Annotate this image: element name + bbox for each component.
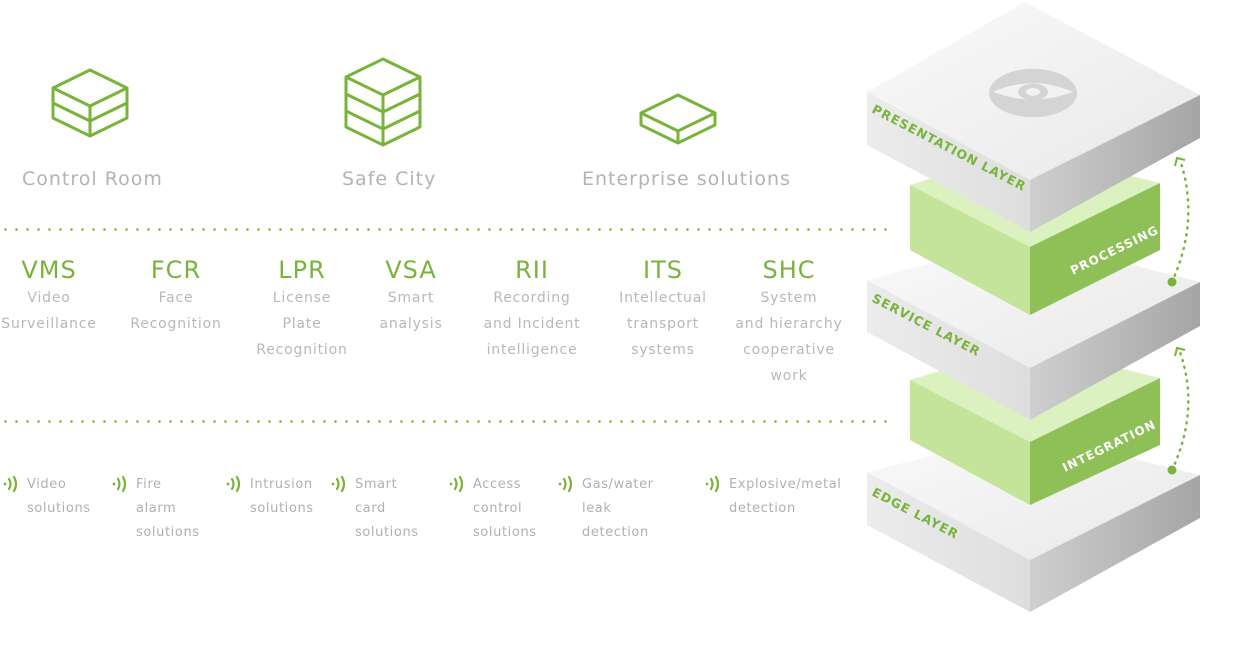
dotted-separator-bottom [0,420,895,423]
module-desc-line: systems [631,342,695,358]
sensor-text-line: solutions [355,525,419,540]
module-code: RII [515,256,549,284]
module-desc-line: Recognition [256,342,348,358]
module-shc: SHC System and hierarchy cooperative work [729,255,849,389]
signal-icon [449,475,464,493]
module-vsa: VSA Smart analysis [351,255,471,337]
module-desc-line: Video [27,290,71,306]
sensor-text-line: Intrusion [250,477,313,492]
signal-icon [226,475,241,493]
sensor-text-line: solutions [136,525,200,540]
signal-icon [331,475,346,493]
module-desc-line: work [770,368,808,384]
sensor-text-line: Smart card [355,477,398,516]
module-desc-line: transport [627,316,699,332]
module-desc-line: and Incident [483,316,581,332]
module-desc-line: Surveillance [1,316,97,332]
sensor-text-line: Gas/water leak [582,477,654,516]
module-desc-line: Plate [282,316,322,332]
sensor-text-line: detection [729,501,796,516]
module-desc-line: Recording [493,290,571,306]
signal-icon [558,475,573,493]
flow-arc-lower [1170,350,1190,472]
module-desc-line: cooperative [743,342,835,358]
layer-stack-diagram: PRESENTATION LAYER PROCESSING SERVICE LA… [867,2,1200,612]
sensor-text-line: control [473,501,523,516]
module-desc-line: Face [158,290,194,306]
solution-label-safe-city: Safe City [342,168,437,190]
module-rii: RII Recording and Incident intelligence [472,255,592,363]
solution-label-control-room: Control Room [22,168,163,190]
sensor-text-line: detection [582,525,649,540]
module-code: FCR [150,256,202,284]
dotted-separator-top [0,228,895,231]
solution-label-enterprise: Enterprise solutions [582,168,791,190]
flow-arc-upper [1170,158,1190,284]
module-code: VSA [385,256,437,284]
sensor-text-line: Video [27,477,67,492]
box-flat-icon [639,93,717,145]
module-desc-line: Recognition [130,316,222,332]
sensor-text-line: solutions [250,501,314,516]
module-desc-line: License [272,290,332,306]
module-desc-line: Intellectual [619,290,707,306]
box-3-layer-icon [344,57,422,147]
signal-icon [705,475,720,493]
module-desc-line: System [760,290,818,306]
module-desc-line: analysis [379,316,443,332]
sensor-text-line: Fire alarm [136,477,177,516]
module-desc-line: and hierarchy [735,316,843,332]
sensor-text-line: solutions [473,525,537,540]
box-1-layer-icon [51,68,129,138]
sensor-text-line: Access [473,477,522,492]
module-code: VMS [21,256,77,284]
eye-logo-icon [989,68,1077,118]
sensor-text-line: Explosive/metal [729,477,842,492]
module-code: ITS [643,256,683,284]
module-its: ITS Intellectual transport systems [603,255,723,363]
module-desc-line: Smart [387,290,435,306]
sensor-text-line: solutions [27,501,91,516]
module-code: LPR [278,256,326,284]
module-code: SHC [762,256,816,284]
module-desc-line: intelligence [486,342,578,358]
signal-icon [112,475,127,493]
signal-icon [3,475,18,493]
